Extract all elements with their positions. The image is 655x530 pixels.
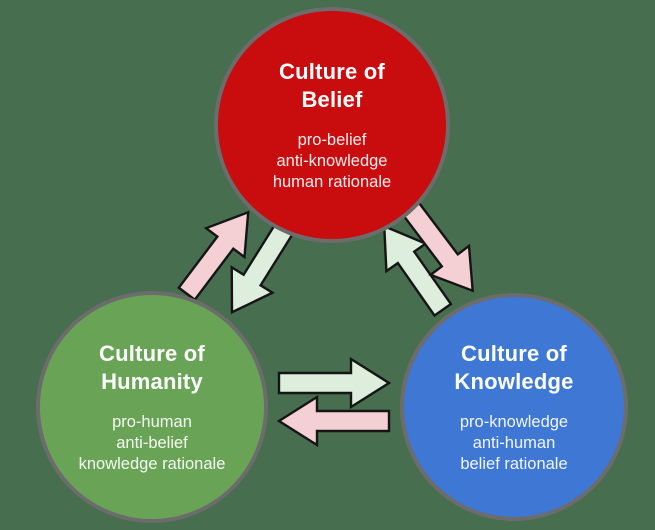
node-attributes: pro-knowledge anti-human belief rational… xyxy=(460,412,568,475)
node-attribute: anti-belief xyxy=(116,433,188,452)
node-title: Culture of Belief xyxy=(279,58,385,114)
node-culture-of-humanity: Culture of Humanity pro-human anti-belie… xyxy=(36,291,268,523)
node-title-line: Culture of xyxy=(461,340,567,366)
node-attribute: human rationale xyxy=(272,172,392,191)
node-attribute: pro-knowledge xyxy=(459,412,569,431)
node-title-line: Knowledge xyxy=(454,368,574,394)
node-attribute: knowledge rationale xyxy=(78,454,226,473)
node-attribute: anti-knowledge xyxy=(276,151,388,170)
node-title-line: Culture of xyxy=(279,58,385,84)
node-attributes: pro-belief anti-knowledge human rational… xyxy=(273,130,391,193)
node-attribute: anti-human xyxy=(472,433,556,452)
node-culture-of-belief: Culture of Belief pro-belief anti-knowle… xyxy=(214,7,450,243)
node-attribute: pro-human xyxy=(112,412,192,431)
node-title-line: Belief xyxy=(301,86,363,112)
node-title-line: Culture of xyxy=(99,340,205,366)
arrow-knowledge-to-humanity xyxy=(277,395,391,447)
node-attribute: pro-belief xyxy=(297,130,367,149)
node-title: Culture of Humanity xyxy=(99,340,205,396)
node-attribute: belief rationale xyxy=(460,454,568,473)
node-attributes: pro-human anti-belief knowledge rational… xyxy=(79,412,226,475)
node-title-line: Humanity xyxy=(101,368,203,394)
arrow-humanity-to-knowledge xyxy=(277,357,391,409)
node-culture-of-knowledge: Culture of Knowledge pro-knowledge anti-… xyxy=(400,293,628,521)
node-title: Culture of Knowledge xyxy=(454,340,573,396)
